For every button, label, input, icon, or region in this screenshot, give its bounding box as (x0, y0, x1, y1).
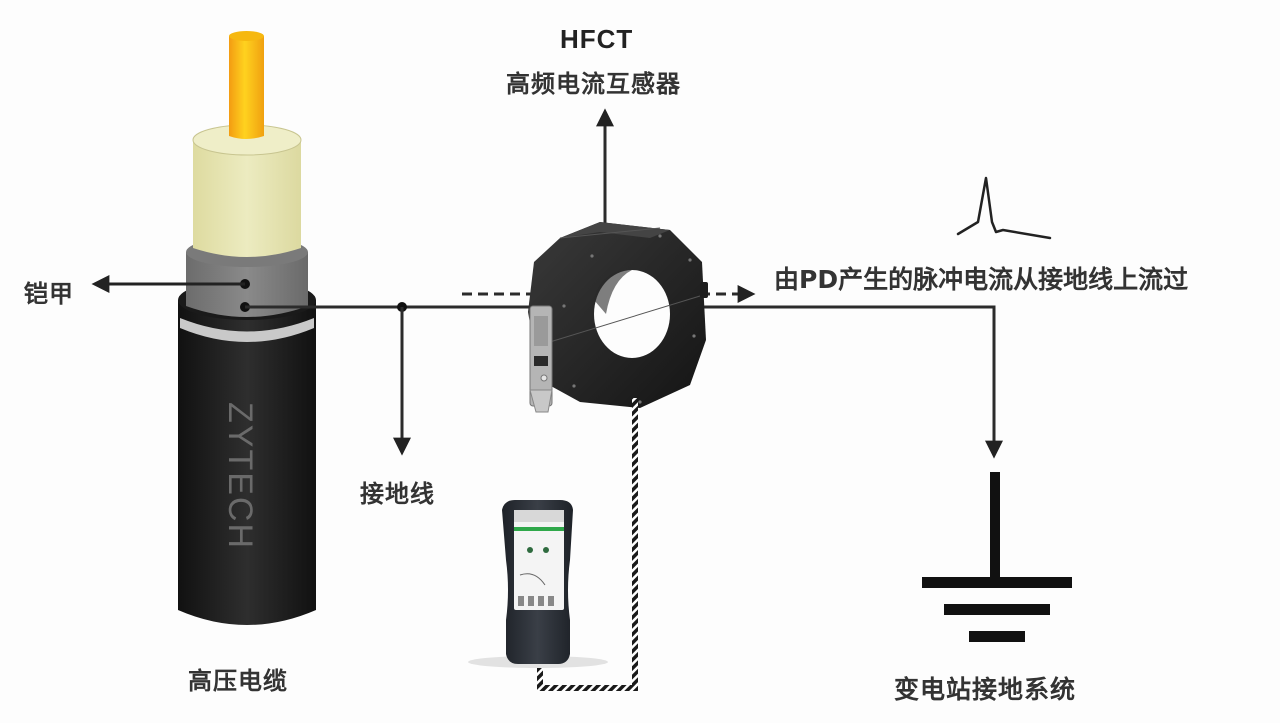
cable-label: 高压电缆 (188, 667, 288, 695)
hfct-title: HFCT (560, 24, 634, 54)
hfct-aperture (594, 270, 670, 358)
hfct-subtitle: 高频电流互感器 (506, 70, 681, 98)
cable-brand-label: ZYTECH (221, 402, 259, 550)
pulse-description-label: 由PD产生的脉冲电流从接地线上流过 (774, 265, 1189, 294)
grounding-wire-line-right (700, 305, 1003, 459)
pulse-waveform-icon (956, 176, 1052, 240)
armor-label: 铠甲 (24, 280, 74, 308)
cable-stripe (180, 318, 314, 342)
cable-jacket (178, 300, 316, 625)
handheld-detector-icon (468, 500, 608, 668)
hfct-latch-icon (529, 305, 553, 413)
earth-ground-icon (922, 472, 1072, 642)
ground-wire-label: 接地线 (360, 480, 435, 508)
station-ground-label: 变电站接地系统 (894, 675, 1077, 704)
hv-cable-icon (178, 31, 316, 625)
current-transformer-icon (528, 222, 708, 408)
cable-conductor-top (229, 31, 264, 41)
cable-insulation (193, 140, 301, 257)
signal-cable (537, 398, 638, 691)
detector-screen (514, 510, 564, 610)
cable-conductor (229, 36, 264, 139)
